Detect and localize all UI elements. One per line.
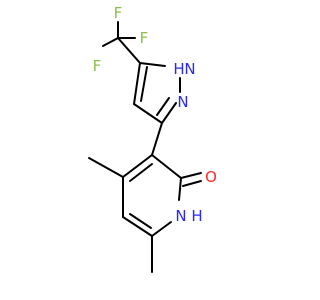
bond-py-c6-n1 (151, 221, 172, 237)
carbonyl-oxygen: O (205, 168, 217, 186)
pyrazole-nh-hydrogen: H (173, 60, 184, 78)
fluorine-atom-left: F (93, 57, 102, 75)
bond-py-c2-o-double (182, 180, 202, 187)
bond-pz-c5-n1 (139, 62, 166, 67)
bond-pz-c5-c4-double (140, 66, 148, 102)
bond-pz-c3-n2 (161, 102, 177, 124)
molecule-svg: F F F H N N O N H (88, 4, 217, 273)
bond-py-c2-o (180, 172, 202, 179)
bond-pz-c3-n2-double (156, 97, 170, 116)
pyridone-nh-hydrogen: H (191, 207, 202, 225)
bond-pz-c4-c3 (133, 103, 163, 124)
bond-py-c3-c2 (151, 154, 182, 179)
bond-pz-c5-c4 (133, 62, 141, 105)
fluorine-atom-top: F (114, 4, 123, 22)
pyrazole-nh-nitrogen: N (184, 60, 195, 78)
structure-diagram: F F F H N N O N H (88, 4, 217, 273)
pyrazole-nitrogen: N (177, 93, 188, 111)
bond-py-c2-n1 (178, 177, 182, 201)
bond-link (151, 122, 163, 156)
fluorine-atom-right: F (140, 29, 149, 47)
bond-py-c5-c6 (122, 216, 153, 237)
bond-cf3-f-left (102, 37, 119, 47)
bond-py-c3-c4-double (129, 163, 153, 182)
bond-cf3-ring (117, 37, 141, 64)
pyridone-nitrogen: N (175, 207, 186, 225)
bond-py-c3-c4 (122, 154, 153, 178)
bond-methyl-c4 (88, 157, 124, 178)
bond-py-c5-c6-double (129, 213, 152, 229)
